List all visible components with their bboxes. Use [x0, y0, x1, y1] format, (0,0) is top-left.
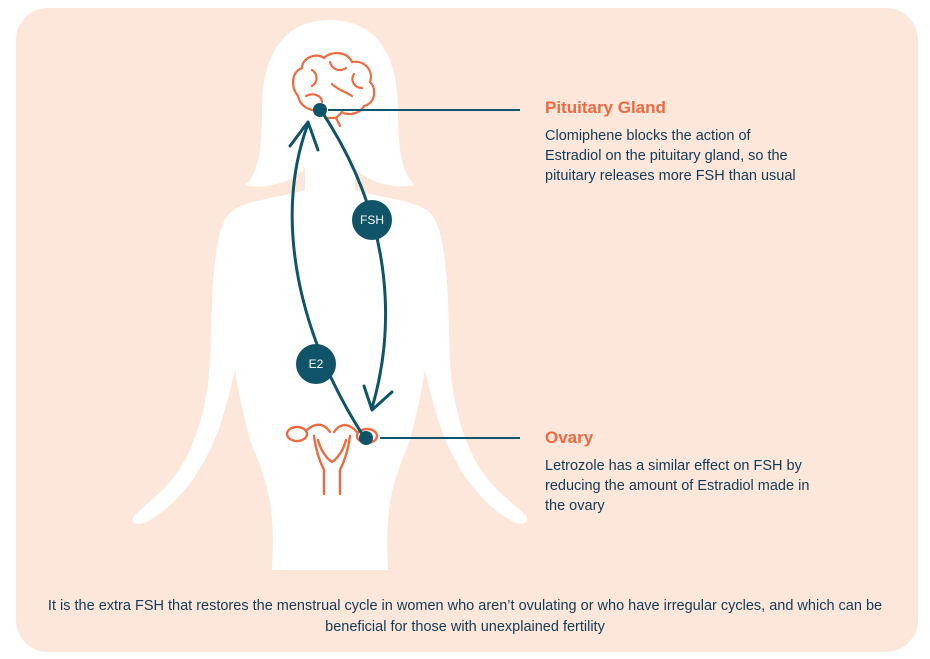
female-silhouette: [133, 20, 528, 570]
pituitary-title: Pituitary Gland: [545, 98, 666, 118]
fsh-badge-label: FSH: [360, 213, 384, 227]
fsh-badge: FSH: [352, 200, 392, 240]
ovary-title: Ovary: [545, 428, 593, 448]
pituitary-description: Clomiphene blocks the action of Estradio…: [545, 126, 800, 186]
e2-badge: E2: [296, 344, 336, 384]
caption: It is the extra FSH that restores the me…: [40, 596, 890, 638]
e2-badge-label: E2: [309, 357, 324, 371]
ovary-dot: [359, 431, 373, 445]
pituitary-dot: [313, 103, 327, 117]
ovary-description: Letrozole has a similar effect on FSH by…: [545, 456, 815, 516]
